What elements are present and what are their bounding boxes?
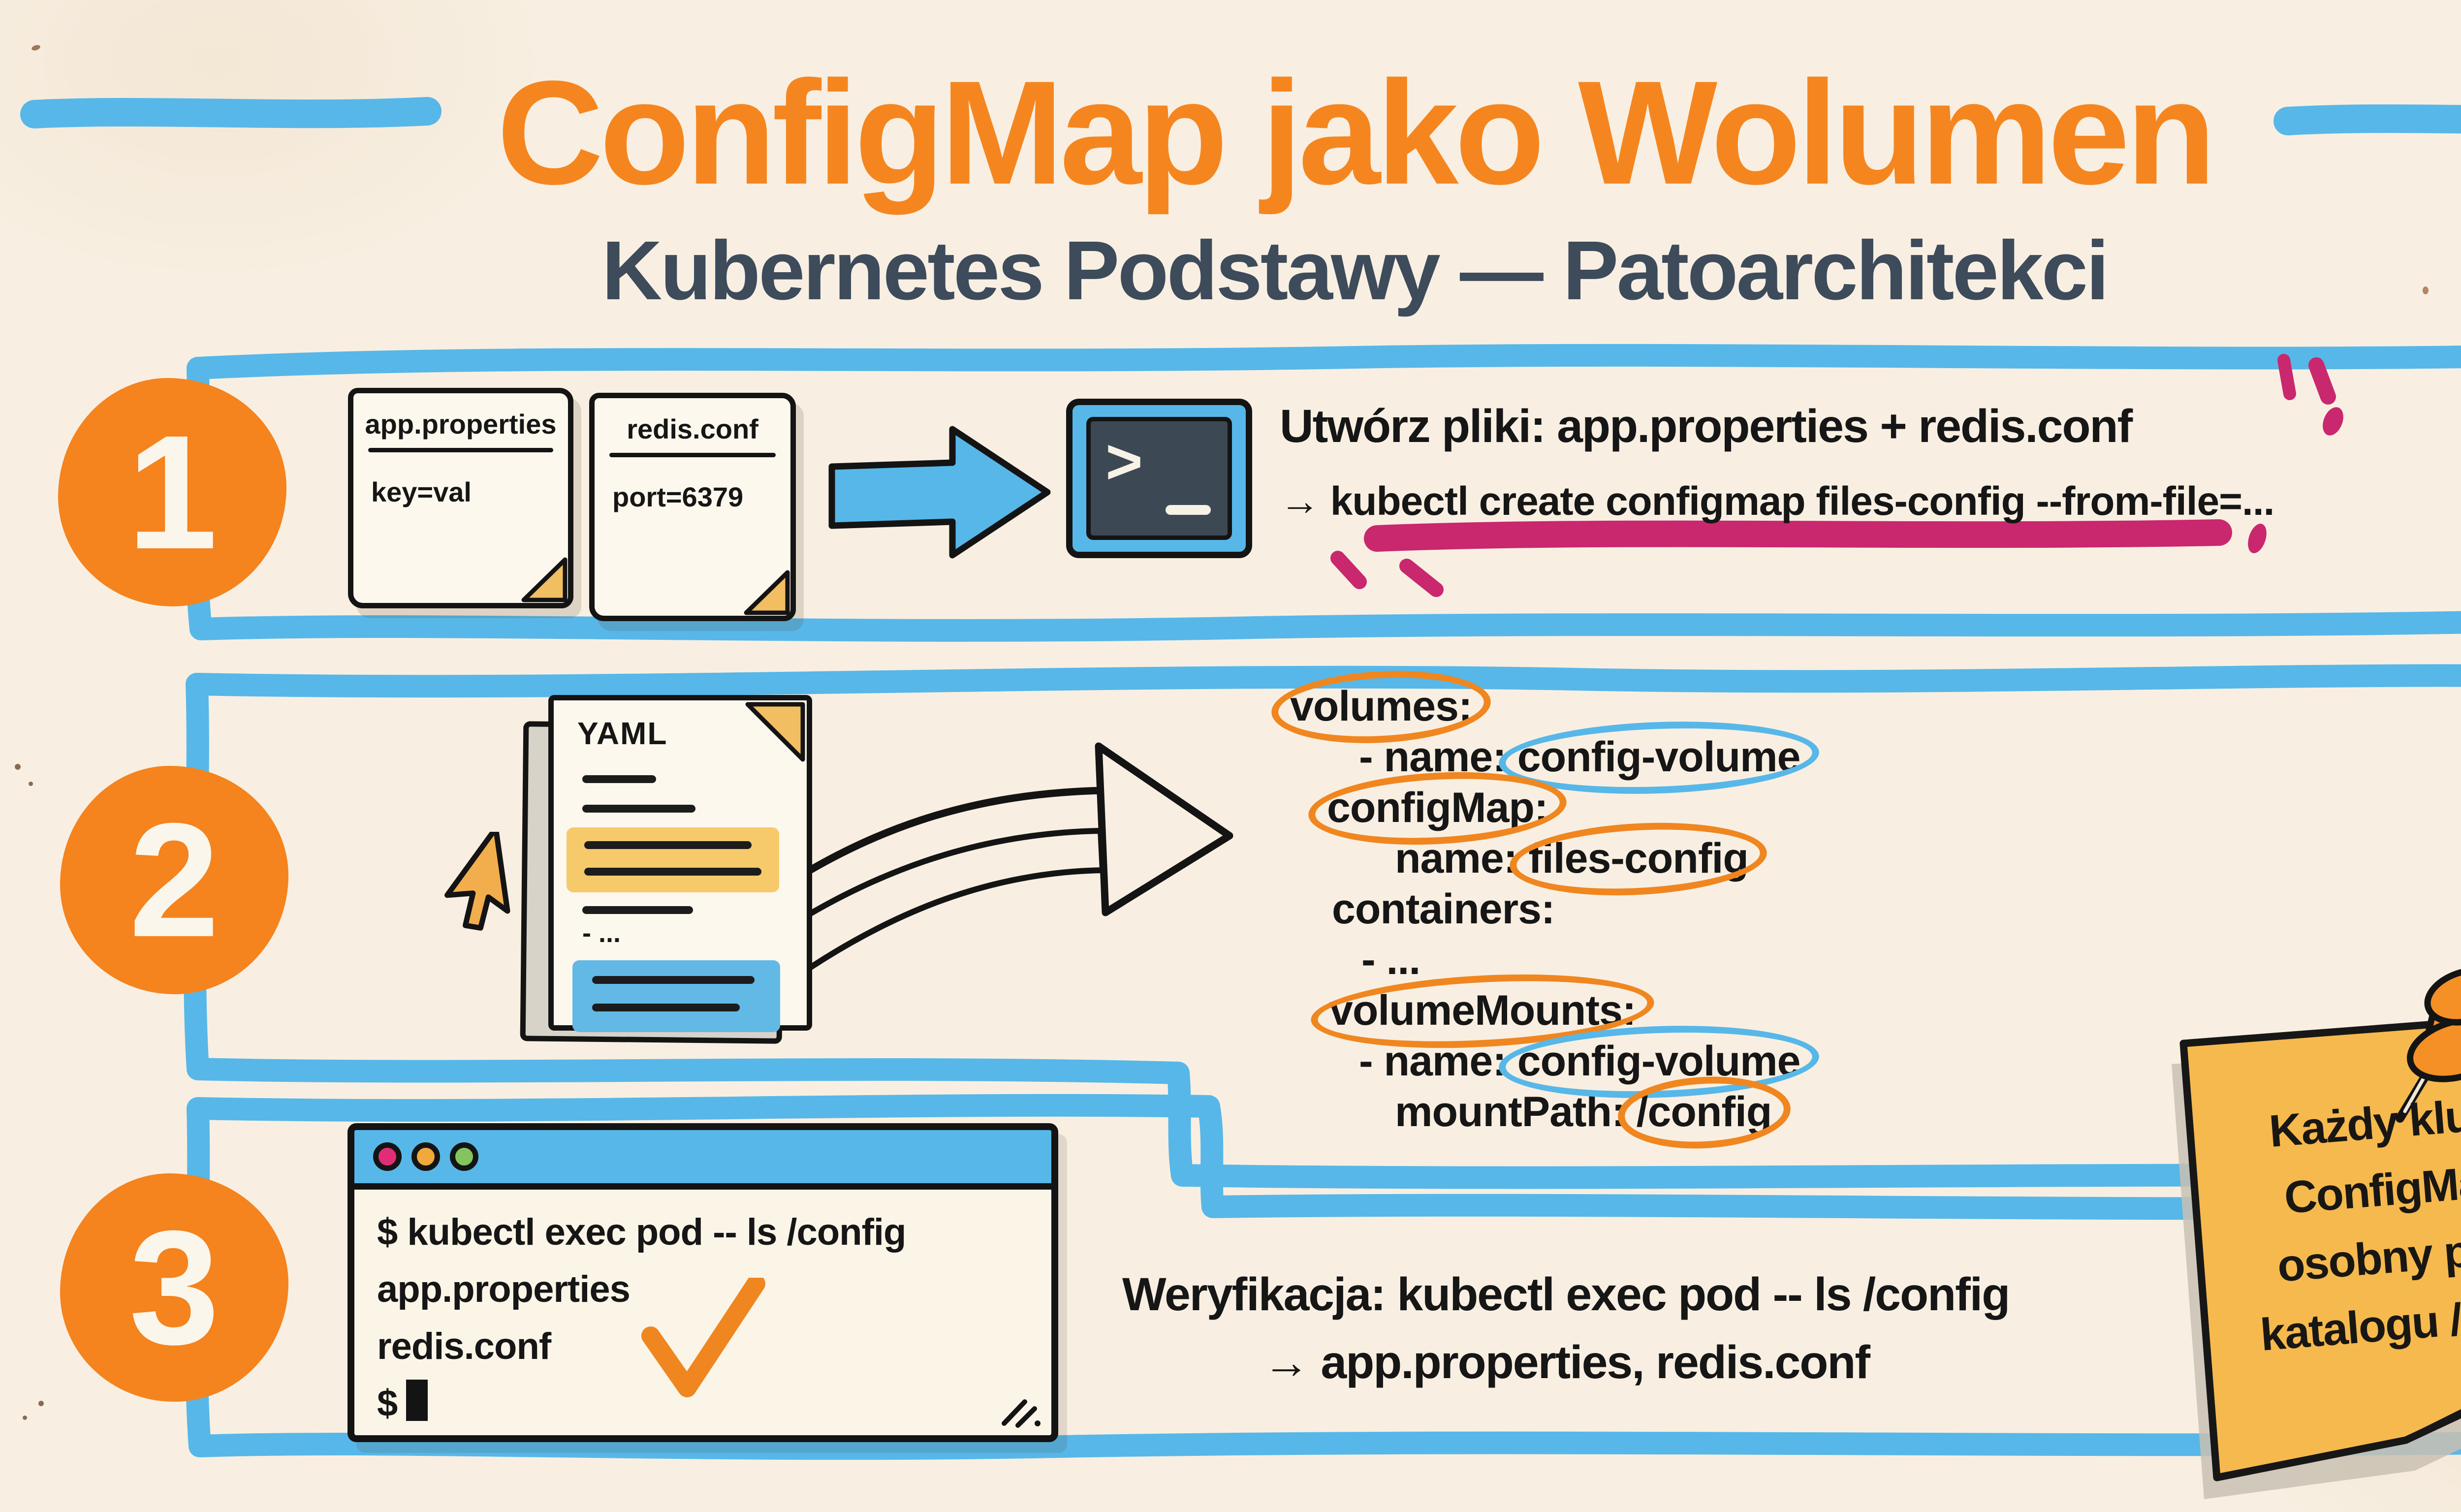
pink-tick-mark [1330,551,1367,589]
code-line: containers: [1278,884,2213,935]
code-value: /config [1636,1088,1772,1135]
step-number-1-label: 1 [127,401,218,583]
code-value: config-volume [1517,1038,1801,1085]
paper-speck [15,764,21,770]
step-1-box-border [185,344,2461,642]
page-fold-icon [521,557,568,602]
file-name: redis.conf [627,413,758,444]
title-dash-right-icon [2273,104,2461,135]
text-scribble-line [592,976,755,984]
terminal-prompt-line: $ [377,1375,1041,1432]
terminal-icon-screen: > [1086,417,1232,540]
code-value: files-config [1528,835,1749,882]
resize-handle-icon [1002,1399,1041,1428]
step-3-instruction: Weryfikacja: kubectl exec pod -- ls /con… [1122,1268,2010,1321]
file-content: port=6379 [612,481,744,512]
code-keyword: configMap: [1327,784,1548,831]
file-divider [609,453,776,457]
pink-tick-mark [1399,559,1444,597]
prompt-chevron-icon: > [1105,425,1143,497]
underline-dot-mark [2248,524,2267,553]
file-name: app.properties [365,409,557,440]
code-text: containers: [1332,885,1555,933]
file-content: key=val [371,476,472,507]
code-line: - ... [1278,935,2213,985]
terminal-output-line: redis.conf [377,1325,551,1367]
code-line: mountPath: /config [1278,1087,2213,1137]
paper-speck [23,1416,27,1420]
sticky-note [2179,1018,2461,1481]
text-scribble-line [582,775,656,783]
text-scribble-line [584,868,761,876]
code-line: - name: config-volume [1278,732,2213,783]
step-number-3-label: 3 [129,1197,220,1378]
terminal-body: $ kubectl exec pod -- ls /config app.pro… [377,1204,1041,1432]
text-scribble-line [592,1004,740,1011]
code-text: - ... [1361,936,1420,983]
page-title: ConfigMap jako Wolumen [497,50,2216,215]
file-card-redis-conf: redis.conf port=6379 [589,393,796,621]
step-3-box-border [185,1094,2461,1460]
window-dot-yellow-icon [411,1142,440,1171]
paper-speck [29,782,33,786]
title-dash-left-icon [20,97,442,128]
page-subtitle: Kubernetes Podstawy — Patoarchitekci [601,224,2110,317]
code-line: configMap: [1278,783,2213,833]
text-scribble-line [582,805,695,813]
code-value: config-volume [1517,733,1801,781]
paper-speck [38,1401,44,1406]
prompt-symbol: $ [377,1383,398,1424]
step-1-command: → kubectl create configmap files-config … [1280,479,2274,524]
page-fold-icon [745,702,805,762]
sticky-note-fold-corner [2402,1409,2461,1444]
arrow-right-icon [828,426,1051,559]
check-icon [641,1278,765,1397]
step-1-instruction: Utwórz pliki: app.properties + redis.con… [1280,400,2133,452]
window-dot-green-icon [450,1142,478,1171]
terminal-output-line: app.properties [377,1268,631,1310]
terminal-window: $ kubectl exec pod -- ls /config app.pro… [347,1123,1058,1442]
pink-accent-mark [2308,357,2336,405]
yaml-document-icon: YAML - ... [548,695,812,1032]
page-fold-icon [744,570,790,615]
step-number-2: 2 [60,766,288,994]
terminal-command-line: $ kubectl exec pod -- ls /config [377,1211,906,1253]
yaml-label: YAML [577,716,668,751]
blue-highlight-block [572,960,780,1032]
code-line: volumeMounts: [1278,985,2213,1036]
paper-speck [2423,286,2429,294]
window-dot-red-icon [373,1142,402,1171]
terminal-titlebar [354,1130,1051,1190]
text-scribble-line [584,841,752,849]
cursor-arrow-icon [444,832,510,931]
yaml-code-block: volumes: - name: config-volume configMap… [1278,681,2213,1137]
code-keyword: volumes: [1290,683,1473,730]
text-scribble-line [582,906,693,914]
code-line: name: files-config [1278,833,2213,884]
step-number-3: 3 [60,1173,288,1402]
yaml-dash-text: - ... [582,918,621,948]
command-underline-highlight [1364,519,2232,552]
file-card-app-properties: app.properties key=val [348,388,573,608]
step-number-2-label: 2 [129,789,220,971]
orange-highlight-block [567,827,779,892]
terminal-cursor [406,1380,428,1421]
code-line: volumes: [1278,681,2213,732]
step-number-1: 1 [58,378,286,606]
prompt-underscore-icon [1166,505,1211,515]
code-keyword: volumeMounts: [1329,987,1636,1034]
terminal-icon: > [1066,399,1252,558]
pushpin-icon [2396,967,2461,1123]
sketch-arrow-head-icon [1095,742,1233,916]
step-3-result: → app.properties, redis.conf [1263,1336,1870,1388]
sticky-note-text: Każdy klucz z ConfigMap = osobny plik w … [2188,1070,2461,1373]
file-divider [368,448,553,452]
pink-accent-dot [2323,407,2343,436]
pink-accent-mark [2277,354,2296,400]
